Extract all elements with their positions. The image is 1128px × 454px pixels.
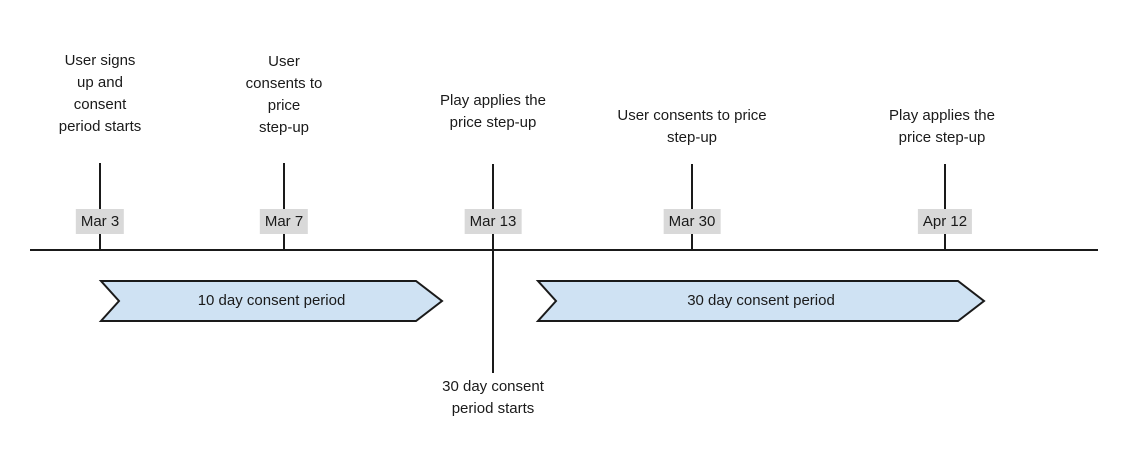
event-label-mar-7: User consents to price step-up	[245, 53, 323, 136]
event-label-apr-12: Play applies the price step-up	[889, 107, 995, 146]
timeline-axis-line	[30, 249, 1098, 251]
event-note-mar-13: 30 day consent period starts	[442, 378, 544, 417]
event-tick-mar-13	[492, 164, 494, 249]
event-date-badge-apr-12: Apr 12	[917, 209, 973, 234]
period-arrow-shape-30-day	[535, 280, 986, 322]
period-banner-10-day	[98, 280, 444, 322]
event-label-mar-13: Play applies the price step-up	[440, 92, 546, 131]
event-date-badge-mar-3: Mar 3	[75, 209, 125, 234]
event-tick-mar-13-below-axis	[492, 251, 494, 373]
event-label-mar-3: User signs up and consent period starts	[58, 52, 142, 135]
event-tick-mar-3	[99, 163, 101, 249]
event-tick-apr-12	[944, 164, 946, 249]
event-date-badge-mar-13: Mar 13	[464, 209, 522, 234]
event-tick-mar-30	[691, 164, 693, 249]
event-date-badge-mar-7: Mar 7	[259, 209, 309, 234]
event-tick-mar-7	[283, 163, 285, 249]
period-label-10-day: 10 day consent period	[197, 292, 346, 309]
period-arrow-shape-10-day	[98, 280, 444, 322]
event-date-badge-mar-30: Mar 30	[663, 209, 721, 234]
period-banner-30-day	[535, 280, 986, 322]
event-label-mar-30: User consents to price step-up	[617, 107, 767, 146]
period-label-30-day: 30 day consent period	[687, 292, 835, 309]
